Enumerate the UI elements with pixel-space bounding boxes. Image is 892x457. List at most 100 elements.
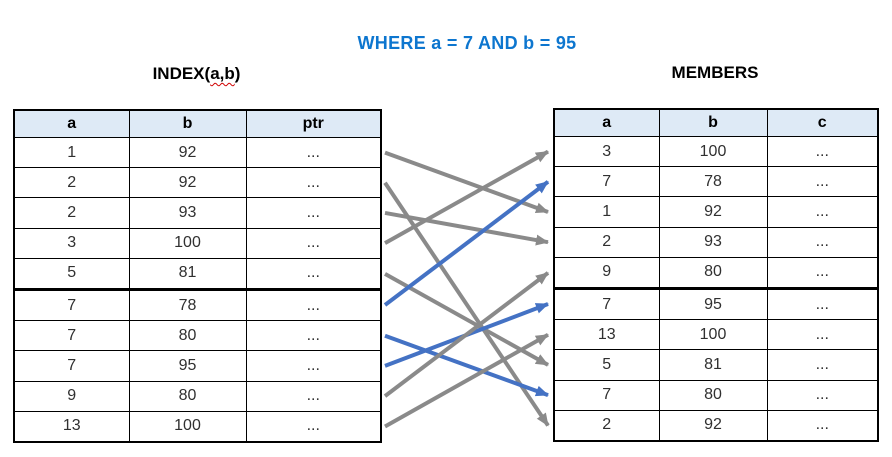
where-clause-title: WHERE a = 7 AND b = 95 bbox=[357, 33, 577, 53]
table-cell: ... bbox=[766, 166, 879, 198]
table-cell: 5 bbox=[13, 257, 130, 290]
table-cell: 92 bbox=[128, 167, 247, 199]
table-cell: 100 bbox=[128, 410, 247, 443]
pointer-arrow-gray bbox=[384, 272, 549, 367]
table-cell: 78 bbox=[658, 166, 768, 198]
table-cell: ... bbox=[245, 320, 382, 352]
table-cell: 80 bbox=[658, 256, 768, 289]
column-header-a: a bbox=[553, 108, 660, 137]
table-cell: ... bbox=[245, 350, 382, 382]
table-cell: ... bbox=[245, 136, 382, 169]
table-cell: 95 bbox=[128, 350, 247, 382]
table-cell: 7 bbox=[553, 166, 660, 198]
table-cell: 13 bbox=[553, 319, 660, 351]
table-cell: 81 bbox=[658, 349, 768, 381]
table-cell: 92 bbox=[658, 409, 768, 442]
column-header-a: a bbox=[13, 109, 130, 138]
table-cell: 100 bbox=[658, 319, 768, 351]
pointer-arrow-blue bbox=[383, 180, 550, 307]
table-cell: 100 bbox=[128, 227, 247, 259]
index-title-suffix: ) bbox=[234, 64, 241, 83]
table-cell: ... bbox=[766, 226, 879, 258]
table-cell: 2 bbox=[553, 226, 660, 258]
table-cell: 2 bbox=[553, 409, 660, 442]
table-cell: ... bbox=[245, 227, 382, 259]
table-cell: 93 bbox=[128, 197, 247, 229]
table-cell: 100 bbox=[658, 135, 768, 168]
table-cell: 1 bbox=[13, 136, 130, 169]
table-cell: ... bbox=[245, 167, 382, 199]
column-header-ptr: ptr bbox=[245, 109, 382, 138]
table-cell: 80 bbox=[128, 320, 247, 352]
table-cell: ... bbox=[245, 380, 382, 412]
table-cell: ... bbox=[766, 196, 879, 228]
table-cell: 7 bbox=[553, 286, 660, 321]
table-cell: 81 bbox=[128, 257, 247, 290]
members-table-title: MEMBERS bbox=[671, 63, 759, 82]
table-cell: ... bbox=[766, 409, 879, 442]
pointer-arrow-gray bbox=[384, 211, 549, 246]
table-cell: ... bbox=[766, 319, 879, 351]
index-table-title: INDEX(a,b) bbox=[13, 64, 380, 84]
table-cell: ... bbox=[245, 410, 382, 443]
table-cell: 1 bbox=[553, 196, 660, 228]
pointer-arrow-gray bbox=[383, 181, 550, 427]
table-cell: 92 bbox=[658, 196, 768, 228]
table-cell: 13 bbox=[13, 410, 130, 443]
table-cell: ... bbox=[766, 349, 879, 381]
table-cell: 7 bbox=[553, 379, 660, 411]
table-cell: 95 bbox=[658, 286, 768, 321]
column-header-b: b bbox=[658, 108, 768, 137]
table-cell: 78 bbox=[128, 287, 247, 322]
table-cell: 9 bbox=[13, 380, 130, 412]
pointer-arrow-gray bbox=[384, 332, 549, 429]
table-cell: ... bbox=[245, 287, 382, 322]
table-cell: 2 bbox=[13, 197, 130, 229]
table-cell: 3 bbox=[553, 135, 660, 168]
table-cell: ... bbox=[245, 197, 382, 229]
table-cell: 3 bbox=[13, 227, 130, 259]
table-cell: 2 bbox=[13, 167, 130, 199]
table-cell: 7 bbox=[13, 350, 130, 382]
table-cell: 93 bbox=[658, 226, 768, 258]
table-cell: 5 bbox=[553, 349, 660, 381]
table-cell: 92 bbox=[128, 136, 247, 169]
table-cell: ... bbox=[766, 379, 879, 411]
table-cell: 9 bbox=[553, 256, 660, 289]
table-cell: ... bbox=[766, 286, 879, 321]
pointer-arrow-blue bbox=[384, 302, 549, 368]
column-header-b: b bbox=[128, 109, 247, 138]
table-cell: 80 bbox=[128, 380, 247, 412]
table-cell: ... bbox=[245, 257, 382, 290]
index-title-ab-spellcheck: a,b bbox=[210, 64, 235, 83]
table-cell: 80 bbox=[658, 379, 768, 411]
column-header-c: c bbox=[766, 108, 879, 137]
pointer-arrow-gray bbox=[384, 150, 549, 214]
pointer-arrow-blue bbox=[384, 333, 549, 397]
table-cell: ... bbox=[766, 256, 879, 289]
pointer-arrow-gray bbox=[383, 271, 550, 398]
index-title-prefix: INDEX( bbox=[152, 64, 211, 83]
